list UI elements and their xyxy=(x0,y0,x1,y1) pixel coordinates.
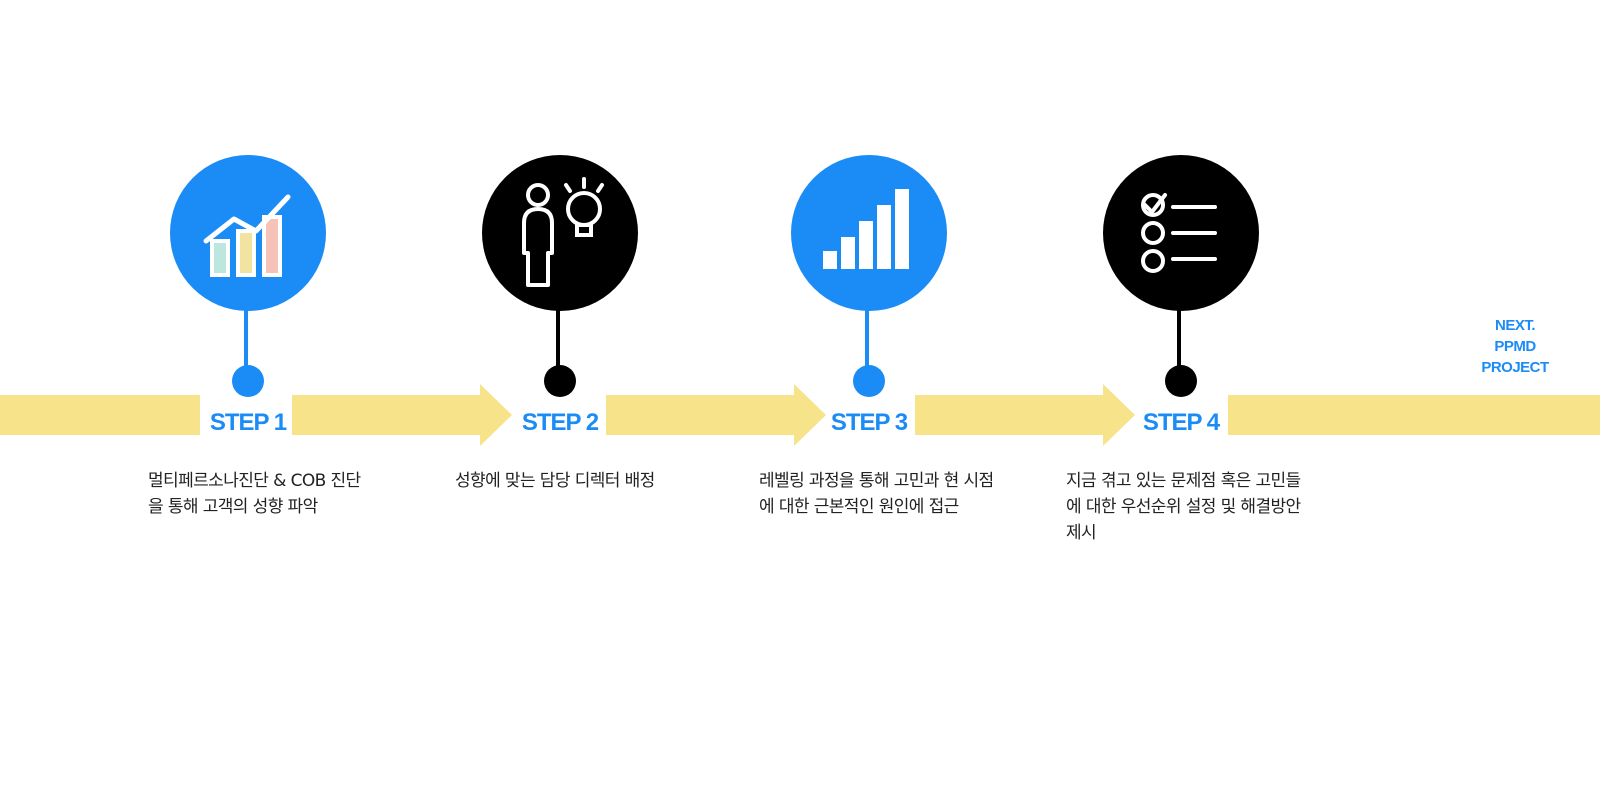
step-1-description-line: 을 통해 고객의 성향 파악 xyxy=(148,497,318,517)
step-2-label: STEP 2 xyxy=(521,409,599,436)
step-2-circle xyxy=(482,155,638,311)
step-4-description-line: 제시 xyxy=(1066,523,1097,543)
next-label-line: NEXT. xyxy=(1494,317,1536,334)
next-label-line: PPMD xyxy=(1494,338,1536,355)
step-1-dot xyxy=(232,365,264,397)
process-band-1 xyxy=(292,395,482,435)
process-band-start xyxy=(0,395,200,435)
growth-chart-icon xyxy=(203,194,291,277)
step-3-stem xyxy=(865,305,869,385)
step-3-description-line: 에 대한 근본적인 원인에 접근 xyxy=(759,497,959,517)
step-4-description: 지금 겪고 있는 문제점 혹은 고민들 에 대한 우선순위 설정 및 해결방안 … xyxy=(1066,468,1336,546)
process-arrow-2 xyxy=(794,384,826,446)
step-1-circle xyxy=(170,155,326,311)
step-4: STEP 4 xyxy=(1101,155,1261,455)
process-band-2 xyxy=(606,395,796,435)
step-2-stem xyxy=(556,305,560,385)
step-4-dot xyxy=(1165,365,1197,397)
step-1-description: 멀티페르소나진단 & COB 진단 을 통해 고객의 성향 파악 xyxy=(148,468,408,520)
step-4-description-line: 에 대한 우선순위 설정 및 해결방안 xyxy=(1066,497,1301,517)
step-2: STEP 2 xyxy=(480,155,640,455)
step-3-description: 레벨링 과정을 통해 고민과 현 시점 에 대한 근본적인 원인에 접근 xyxy=(759,468,1029,520)
process-arrow-1 xyxy=(480,384,512,446)
step-1-stem xyxy=(244,305,248,385)
step-3-circle xyxy=(791,155,947,311)
process-arrow-3 xyxy=(1103,384,1135,446)
step-2-dot xyxy=(544,365,576,397)
bar-levels-icon xyxy=(823,189,909,269)
step-2-description-line: 성향에 맞는 담당 디렉터 배정 xyxy=(455,471,655,491)
checklist-icon xyxy=(1141,193,1217,273)
step-1: STEP 1 xyxy=(168,155,328,455)
step-3-dot xyxy=(853,365,885,397)
step-2-description: 성향에 맞는 담당 디렉터 배정 xyxy=(455,468,715,494)
next-project-label: NEXT. PPMD PROJECT xyxy=(1460,315,1570,378)
step-4-description-line: 지금 겪고 있는 문제점 혹은 고민들 xyxy=(1066,471,1301,491)
step-4-label: STEP 4 xyxy=(1142,409,1220,436)
step-3: STEP 3 xyxy=(789,155,949,455)
next-label-line: PROJECT xyxy=(1481,359,1549,376)
process-band-end xyxy=(1228,395,1600,435)
step-3-description-line: 레벨링 과정을 통해 고민과 현 시점 xyxy=(759,471,994,491)
process-band-3 xyxy=(915,395,1105,435)
step-4-circle xyxy=(1103,155,1259,311)
step-4-stem xyxy=(1177,305,1181,385)
step-1-label: STEP 1 xyxy=(209,409,287,436)
person-lightbulb-icon xyxy=(522,177,604,287)
step-1-description-line: 멀티페르소나진단 & COB 진단 xyxy=(148,471,361,491)
step-3-label: STEP 3 xyxy=(830,409,908,436)
